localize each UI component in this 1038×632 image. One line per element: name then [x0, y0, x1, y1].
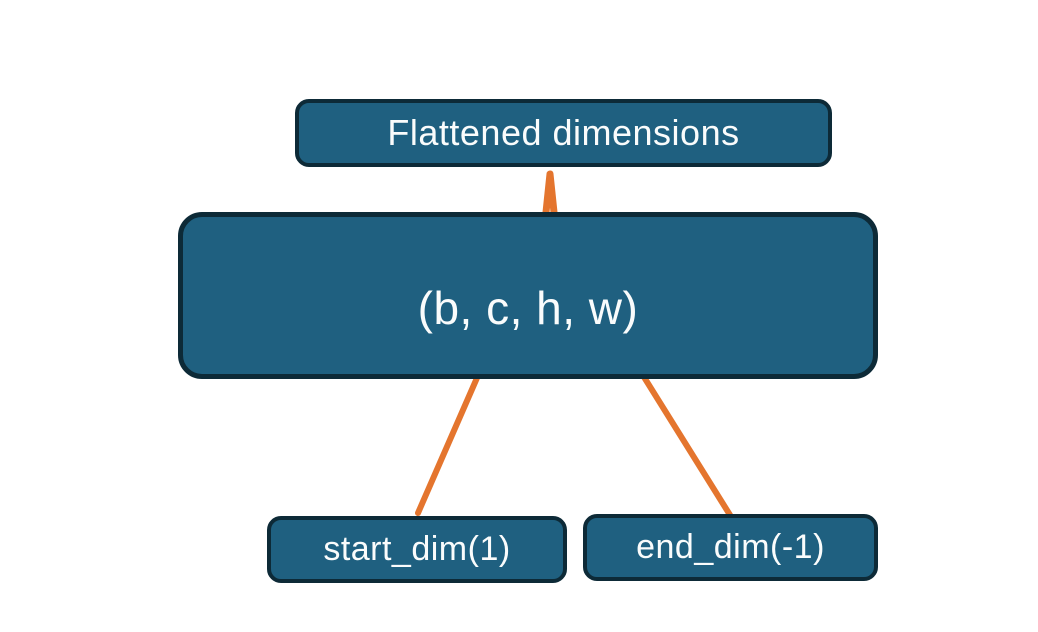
tensor-shape-label: (b, c, h, w): [417, 281, 639, 334]
end-dim-box: end_dim(-1): [583, 514, 878, 581]
start-dim-label: start_dim(1): [323, 530, 511, 568]
end-dim-label: end_dim(-1): [636, 528, 825, 566]
start-dim-box: start_dim(1): [267, 516, 567, 583]
tensor-shape-box: (b, c, h, w): [178, 212, 878, 379]
flattened-dimensions-label: Flattened dimensions: [387, 112, 740, 153]
flattened-dimensions-box: Flattened dimensions: [295, 99, 832, 167]
